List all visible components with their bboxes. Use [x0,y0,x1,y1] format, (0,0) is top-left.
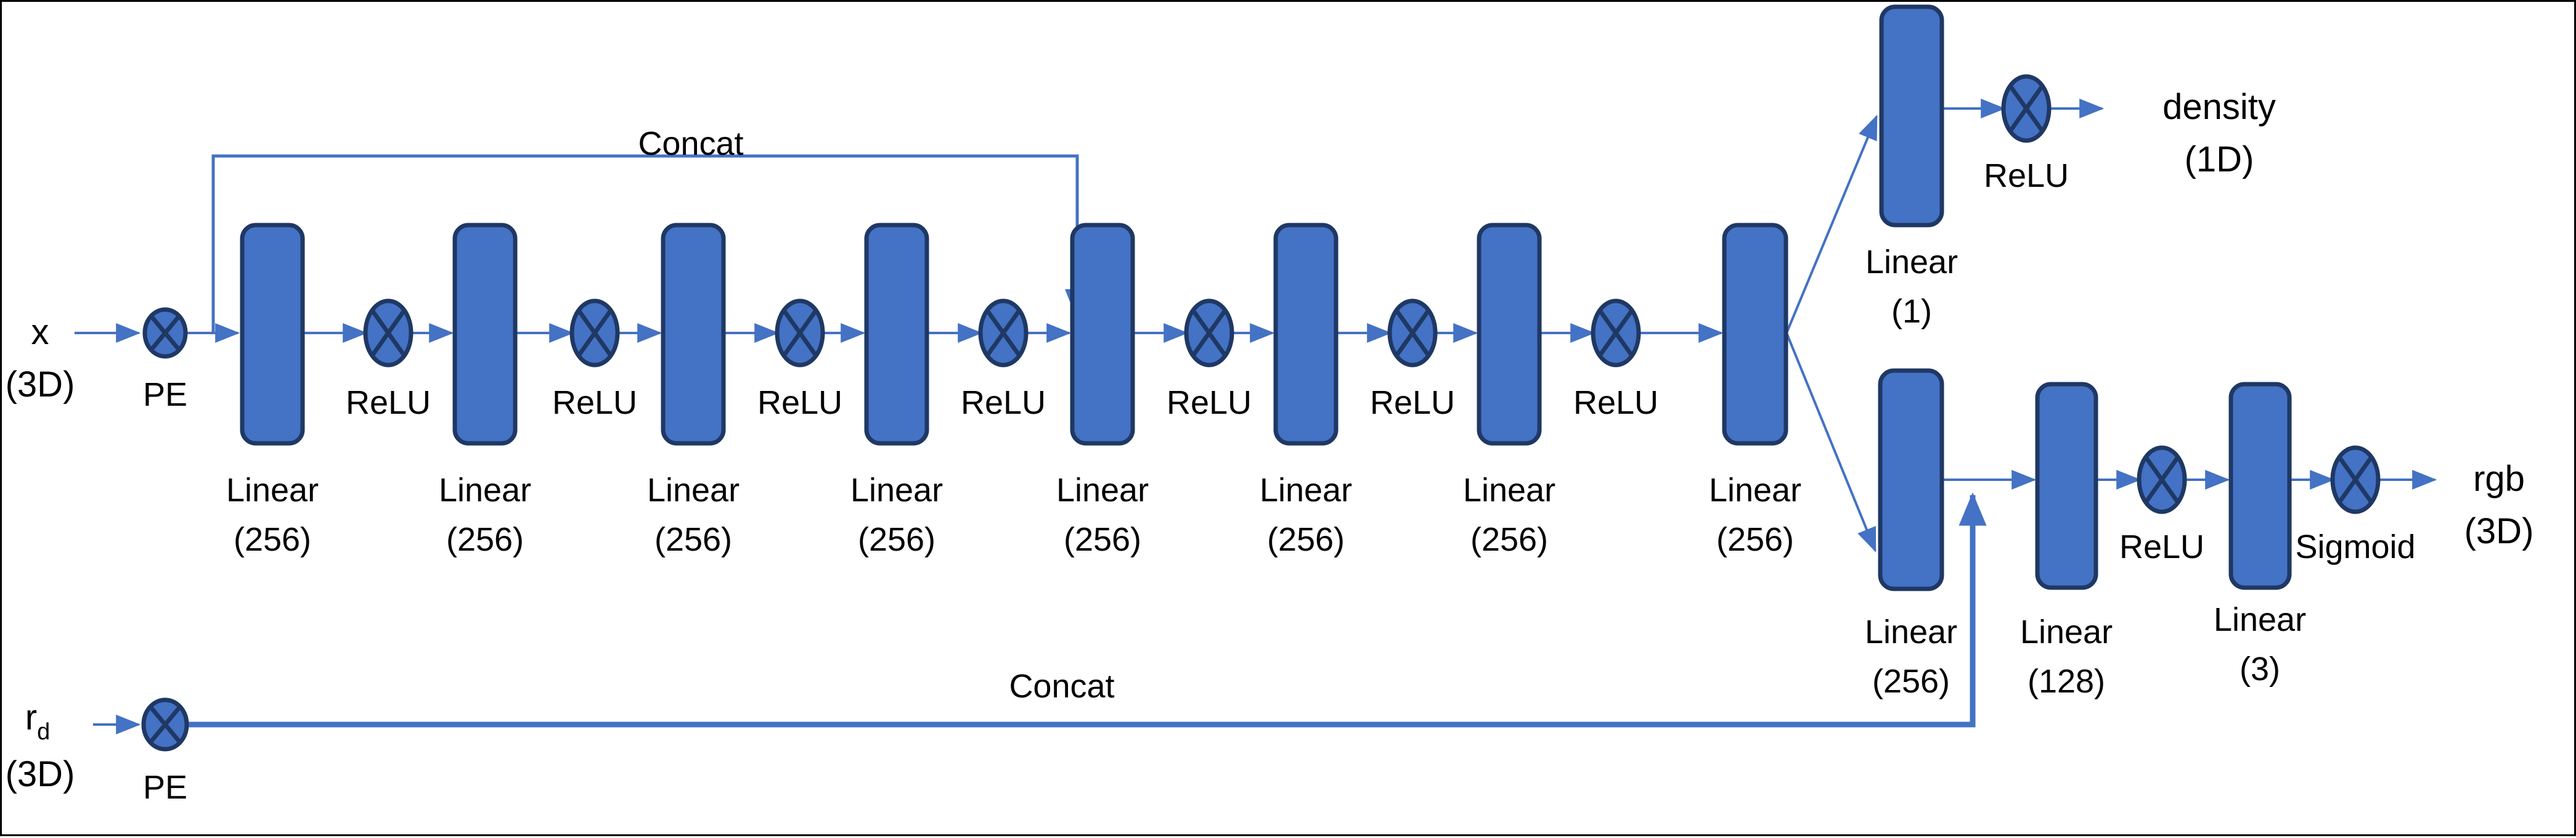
linear-block-4-units: (256) [858,521,935,558]
color-branch: Linear (256) Linear (128) ReLU Linear (3… [1865,368,2534,700]
concat-skip-path-top [211,154,1090,333]
pe-node-x[interactable]: PE [142,307,188,413]
color-linear-128-type: Linear [2020,614,2113,651]
density-output-dims: (1D) [2185,139,2254,179]
sigmoid-node-rgb-label: Sigmoid [2295,528,2415,565]
color-linear-3-type: Linear [2214,601,2306,638]
color-linear-256-type: Linear [1865,614,1957,651]
input-rd-symbol: rd [25,697,50,745]
branch-split-arrows [1785,115,1878,553]
input-x-symbol: x [31,312,49,352]
relu-node-6[interactable]: ReLU [1370,298,1455,421]
linear-block-6-type: Linear [1260,472,1352,509]
linear-block-8-type: Linear [1709,472,1801,509]
density-linear-units: (1) [1891,293,1932,330]
relu-node-1[interactable]: ReLU [346,298,431,421]
linear-block-1-type: Linear [226,472,319,509]
color-linear-3-block[interactable]: Linear (3) [2214,382,2306,688]
relu-node-3-label: ReLU [757,384,842,421]
linear-block-5-units: (256) [1064,521,1141,558]
relu-node-rgb[interactable]: ReLU [2119,445,2204,565]
linear-block-7[interactable]: Linear (256) [1463,223,1555,558]
linear-block-5[interactable]: Linear (256) [1056,223,1149,558]
skip-connection-bottom: Concat [187,492,1987,728]
relu-node-5-label: ReLU [1167,384,1252,421]
pe-node-rd-label: PE [143,769,187,806]
relu-node-1-label: ReLU [346,384,431,421]
color-linear-128-units: (128) [2028,663,2105,700]
relu-node-rgb-label: ReLU [2119,528,2204,565]
concat-skip-path-bottom [187,492,1987,728]
density-linear-block[interactable]: Linear (1) [1865,4,1958,330]
density-branch: Linear (1) ReLU density (1D) [1865,4,2276,330]
pe-node-rd[interactable]: PE [141,697,189,806]
linear-block-3-units: (256) [654,521,732,558]
relu-node-2-label: ReLU [552,384,637,421]
pe-node-x-label: PE [143,376,187,413]
trunk-linear-blocks: Linear (256) Linear (256) Linear (256) L… [226,223,1801,558]
linear-block-1-units: (256) [234,521,311,558]
color-linear-256-block[interactable]: Linear (256) [1865,368,1957,700]
color-linear-128-block[interactable]: Linear (128) [2020,382,2113,700]
linear-block-3-type: Linear [647,472,740,509]
relu-node-4-label: ReLU [961,384,1046,421]
relu-node-density-label: ReLU [1984,157,2069,194]
density-output-label: density [2162,87,2276,127]
arrow-to-color-branch [1785,332,1877,553]
color-linear-256-units: (256) [1872,663,1950,700]
input-rd-dims: (3D) [6,754,75,794]
linear-block-2[interactable]: Linear (256) [439,223,531,558]
linear-block-7-units: (256) [1470,521,1548,558]
rgb-output-label: rgb [2473,459,2525,499]
relu-node-4[interactable]: ReLU [961,298,1046,421]
linear-block-7-type: Linear [1463,472,1555,509]
relu-node-density[interactable]: ReLU [1984,74,2069,194]
concat-label-bottom: Concat [1009,668,1114,705]
linear-block-8-units: (256) [1716,521,1794,558]
linear-block-6-units: (256) [1267,521,1345,558]
linear-block-4-type: Linear [850,472,943,509]
relu-node-7[interactable]: ReLU [1573,298,1658,421]
density-linear-type: Linear [1865,244,1958,281]
linear-block-2-type: Linear [439,472,531,509]
linear-block-4[interactable]: Linear (256) [850,223,943,558]
trunk-activation-nodes: ReLU ReLU ReLU [346,298,1658,421]
linear-block-6[interactable]: Linear (256) [1260,223,1352,558]
linear-block-1[interactable]: Linear (256) [226,223,319,558]
relu-node-5[interactable]: ReLU [1167,298,1252,421]
relu-node-7-label: ReLU [1573,384,1658,421]
linear-block-8[interactable]: Linear (256) [1709,223,1801,558]
input-x-group: x (3D) PE [6,307,188,413]
linear-block-3[interactable]: Linear (256) [647,223,740,558]
rgb-output-dims: (3D) [2464,511,2534,551]
linear-block-5-type: Linear [1056,472,1149,509]
input-rd-group: rd (3D) PE [6,697,189,806]
relu-node-2[interactable]: ReLU [552,298,637,421]
skip-connection-top: Concat [211,125,1090,333]
concat-label-top: Concat [638,125,743,162]
linear-block-2-units: (256) [446,521,524,558]
sigmoid-node-rgb[interactable]: Sigmoid [2295,445,2416,565]
relu-node-6-label: ReLU [1370,384,1455,421]
arrow-to-density-branch [1785,115,1878,334]
color-linear-3-units: (3) [2240,651,2280,688]
relu-node-3[interactable]: ReLU [757,298,842,421]
input-x-dims: (3D) [6,364,75,405]
